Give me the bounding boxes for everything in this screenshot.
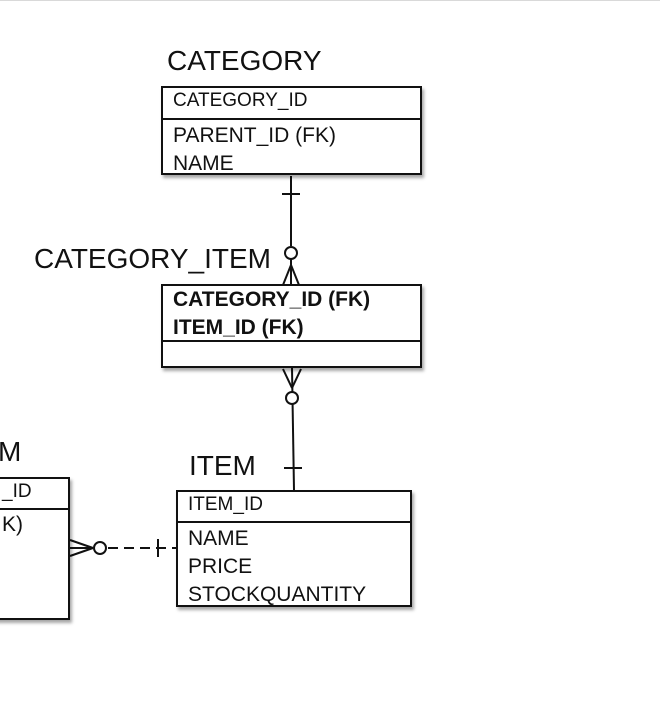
- top-divider: [0, 0, 660, 1]
- category-title: CATEGORY: [167, 45, 322, 76]
- category-pk: CATEGORY_ID: [163, 88, 420, 120]
- category-item-zero-mark: [284, 246, 298, 260]
- category-item-bottom-crow-left: [282, 368, 293, 389]
- category-attr: NAME: [173, 152, 234, 175]
- category-item-bottom-zero-mark: [285, 391, 299, 405]
- category-item-key: ITEM_ID (FK): [173, 316, 304, 339]
- item-to-category-item-line: [291, 367, 295, 491]
- left-entity-partial[interactable]: _ID K): [0, 477, 70, 620]
- left-entity-pk-fragment: _ID: [0, 479, 68, 510]
- category-item-crow-left: [282, 264, 292, 286]
- category-entity[interactable]: CATEGORY_ID PARENT_ID (FK) NAME: [161, 86, 422, 175]
- item-title: ITEM: [189, 450, 256, 481]
- left-entity-attr-fragment: K): [2, 513, 23, 536]
- left-entity-title-fragment: M: [0, 436, 22, 467]
- category-item-key: CATEGORY_ID (FK): [173, 288, 371, 311]
- category-item-bottom-crow-right: [291, 368, 302, 389]
- item-attrs: NAME PRICE STOCKQUANTITY: [178, 523, 410, 609]
- category-item-keys: CATEGORY_ID (FK) ITEM_ID (FK): [163, 286, 420, 342]
- category-item-title: CATEGORY_ITEM: [34, 243, 272, 274]
- item-attr: STOCKQUANTITY: [188, 583, 367, 606]
- category-attr: PARENT_ID (FK): [173, 124, 336, 147]
- item-entity[interactable]: ITEM_ID NAME PRICE STOCKQUANTITY: [176, 490, 412, 607]
- left-entity-crow-bottom: [69, 547, 94, 557]
- item-attr: PRICE: [188, 555, 253, 578]
- category-item-entity[interactable]: CATEGORY_ID (FK) ITEM_ID (FK): [161, 284, 422, 368]
- category-item-crow-right: [290, 264, 300, 286]
- left-entity-attrs: K): [0, 510, 68, 538]
- item-attr: NAME: [188, 527, 249, 550]
- left-entity-crow-top: [69, 539, 94, 549]
- item-pk: ITEM_ID: [178, 492, 410, 523]
- category-attrs: PARENT_ID (FK) NAME: [163, 120, 420, 178]
- left-entity-zero-mark: [93, 541, 107, 555]
